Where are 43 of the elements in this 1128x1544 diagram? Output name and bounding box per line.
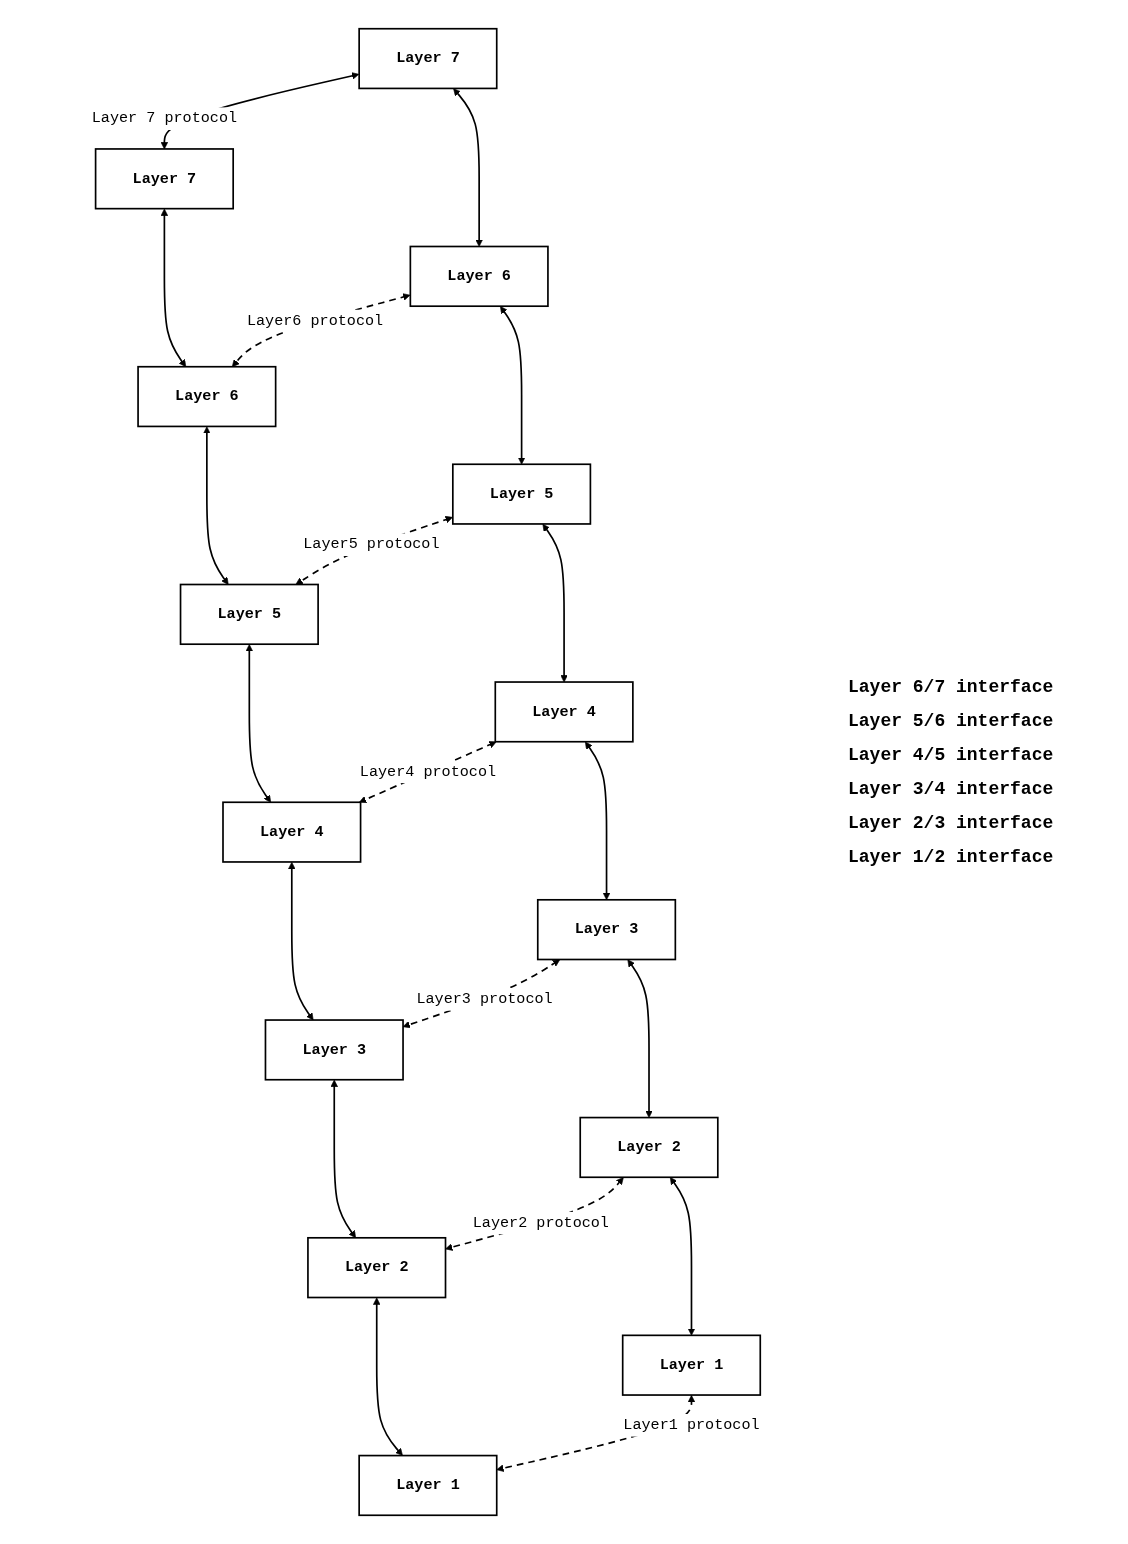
- node-box: Layer 6: [409, 245, 549, 308]
- arrow: [453, 88, 483, 247]
- node-box: Layer 5: [452, 463, 592, 525]
- arrow: [245, 644, 272, 803]
- node-box: Layer 1: [621, 1334, 762, 1396]
- node-box: Layer 2: [579, 1116, 719, 1179]
- arrow: [373, 1297, 403, 1456]
- node-box: Layer 7: [358, 27, 498, 90]
- edge-label: Layer3 protocol: [416, 990, 553, 1008]
- interface-label: Layer 1/2 interface: [848, 847, 1055, 867]
- interface-label: Layer 6/7 interface: [848, 677, 1055, 697]
- arrow: [359, 741, 497, 803]
- edge-label: Layer2 protocol: [472, 1214, 609, 1232]
- edge-label: Layer1 protocol: [623, 1416, 760, 1434]
- arrow: [295, 516, 453, 585]
- arrow: [585, 741, 611, 901]
- interface-label: Layer 5/6 interface: [848, 711, 1055, 731]
- node-box: Layer 6: [137, 365, 277, 428]
- interface-label: Layer 3/4 interface: [848, 779, 1055, 799]
- edge-label: Layer4 protocol: [359, 763, 497, 780]
- arrow: [542, 523, 568, 683]
- interface-label: Layer 2/3 interface: [848, 813, 1055, 833]
- edge-label: Layer6 protocol: [246, 312, 384, 329]
- node-box: Layer 4: [494, 681, 634, 743]
- node-box: Layer 3: [264, 1019, 404, 1081]
- arrow: [288, 861, 314, 1021]
- node-box: Layer 2: [307, 1236, 447, 1299]
- edge-label: Layer 7 protocol: [91, 109, 238, 127]
- arrow: [160, 208, 187, 368]
- node-box: Layer 3: [536, 898, 677, 961]
- arrow: [330, 1079, 356, 1239]
- arrow: [627, 959, 653, 1118]
- node-box: Layer 4: [222, 801, 362, 863]
- interface-label: Layer 4/5 interface: [848, 745, 1055, 765]
- arrow: [445, 1177, 624, 1251]
- arrow: [231, 293, 411, 368]
- arrow: [500, 306, 526, 465]
- arrow: [203, 426, 229, 585]
- edge-label: Layer5 protocol: [303, 535, 440, 553]
- node-box: Layer 7: [94, 148, 234, 210]
- arrow: [669, 1177, 696, 1336]
- node-box: Layer 1: [358, 1454, 498, 1517]
- node-box: Layer 5: [179, 583, 319, 646]
